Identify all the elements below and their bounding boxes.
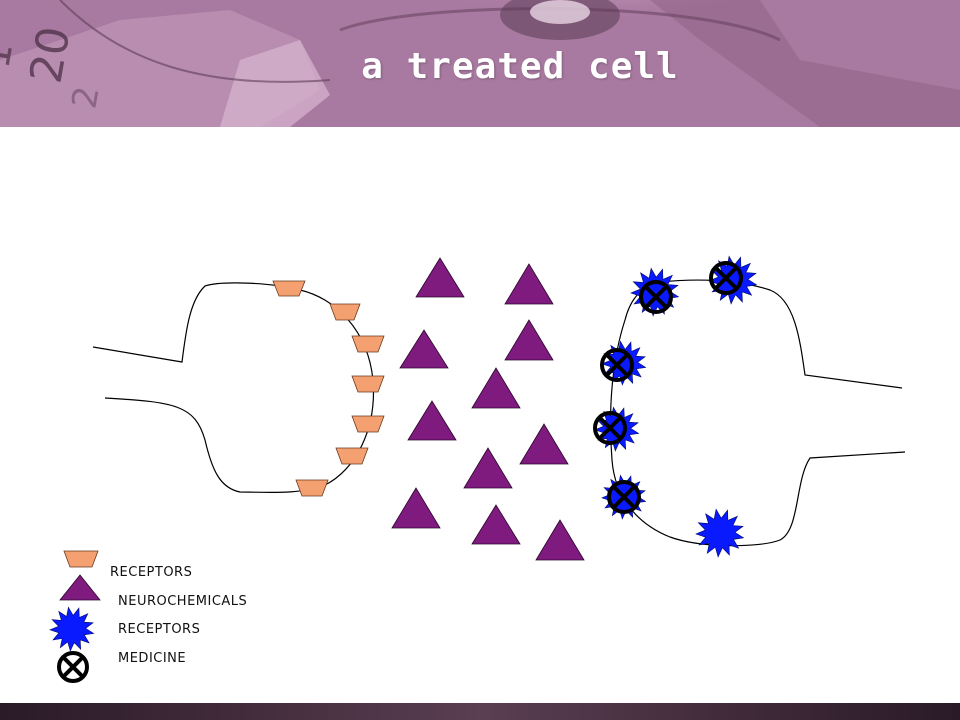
legend-label-receptors: RECEPTORS (110, 565, 193, 580)
header-banner: 1 20 2 a treated cell (0, 0, 960, 127)
receptor-starburst (708, 255, 758, 305)
synapse-diagram (49, 255, 906, 683)
neurochemical-triangle (504, 263, 554, 305)
legend-label-receptors-2: RECEPTORS (118, 622, 201, 637)
legend-label-medicine: MEDICINE (118, 651, 187, 666)
receptor-starburst (695, 508, 745, 558)
receptor-trapezoid (329, 303, 361, 321)
neurochemical-triangle (415, 257, 465, 298)
receptor-trapezoid (295, 479, 329, 497)
medicine-circle-x (709, 261, 743, 295)
legend-label-neurochemicals: NEUROCHEMICALS (118, 594, 248, 609)
slide-title: a treated cell (361, 46, 679, 87)
receptor-trapezoid (351, 375, 385, 393)
presynaptic-neuron-outline (92, 282, 375, 494)
receptor-starburst (594, 406, 640, 452)
medicine-circle-x (607, 480, 641, 514)
neurochemical-triangle (407, 400, 457, 441)
receptor-trapezoid (335, 447, 369, 465)
neurochemical-triangle (471, 367, 521, 409)
neurochemical-triangle (504, 319, 554, 361)
neurochemical-triangle (535, 519, 585, 561)
neurochemical-triangle (519, 423, 569, 465)
header-digit-20: 20 (21, 23, 81, 87)
medicine-circle-x (600, 348, 634, 382)
receptor-trapezoid (351, 415, 385, 433)
trapezoid-receptor-icon (63, 550, 99, 568)
receptor-trapezoid (351, 335, 385, 353)
circle-x-medicine-icon (57, 651, 89, 683)
receptor-trapezoid (272, 280, 306, 297)
medicine-circle-x (593, 411, 627, 445)
neurochemical-triangle (399, 329, 449, 369)
legend (49, 550, 101, 683)
postsynaptic-neuron-outline (609, 279, 906, 547)
neurochemical-triangle (391, 487, 441, 529)
medicine-circle-x (639, 280, 673, 314)
footer-bar (0, 703, 960, 720)
header-photo-decoration: 1 20 2 (0, 0, 960, 127)
triangle-neurochemical-icon (59, 574, 101, 601)
header-digit-1: 1 (0, 39, 22, 72)
neurochemical-triangle (463, 447, 513, 489)
starburst-receptor-icon (49, 606, 95, 652)
neurochemical-triangle (471, 504, 521, 545)
